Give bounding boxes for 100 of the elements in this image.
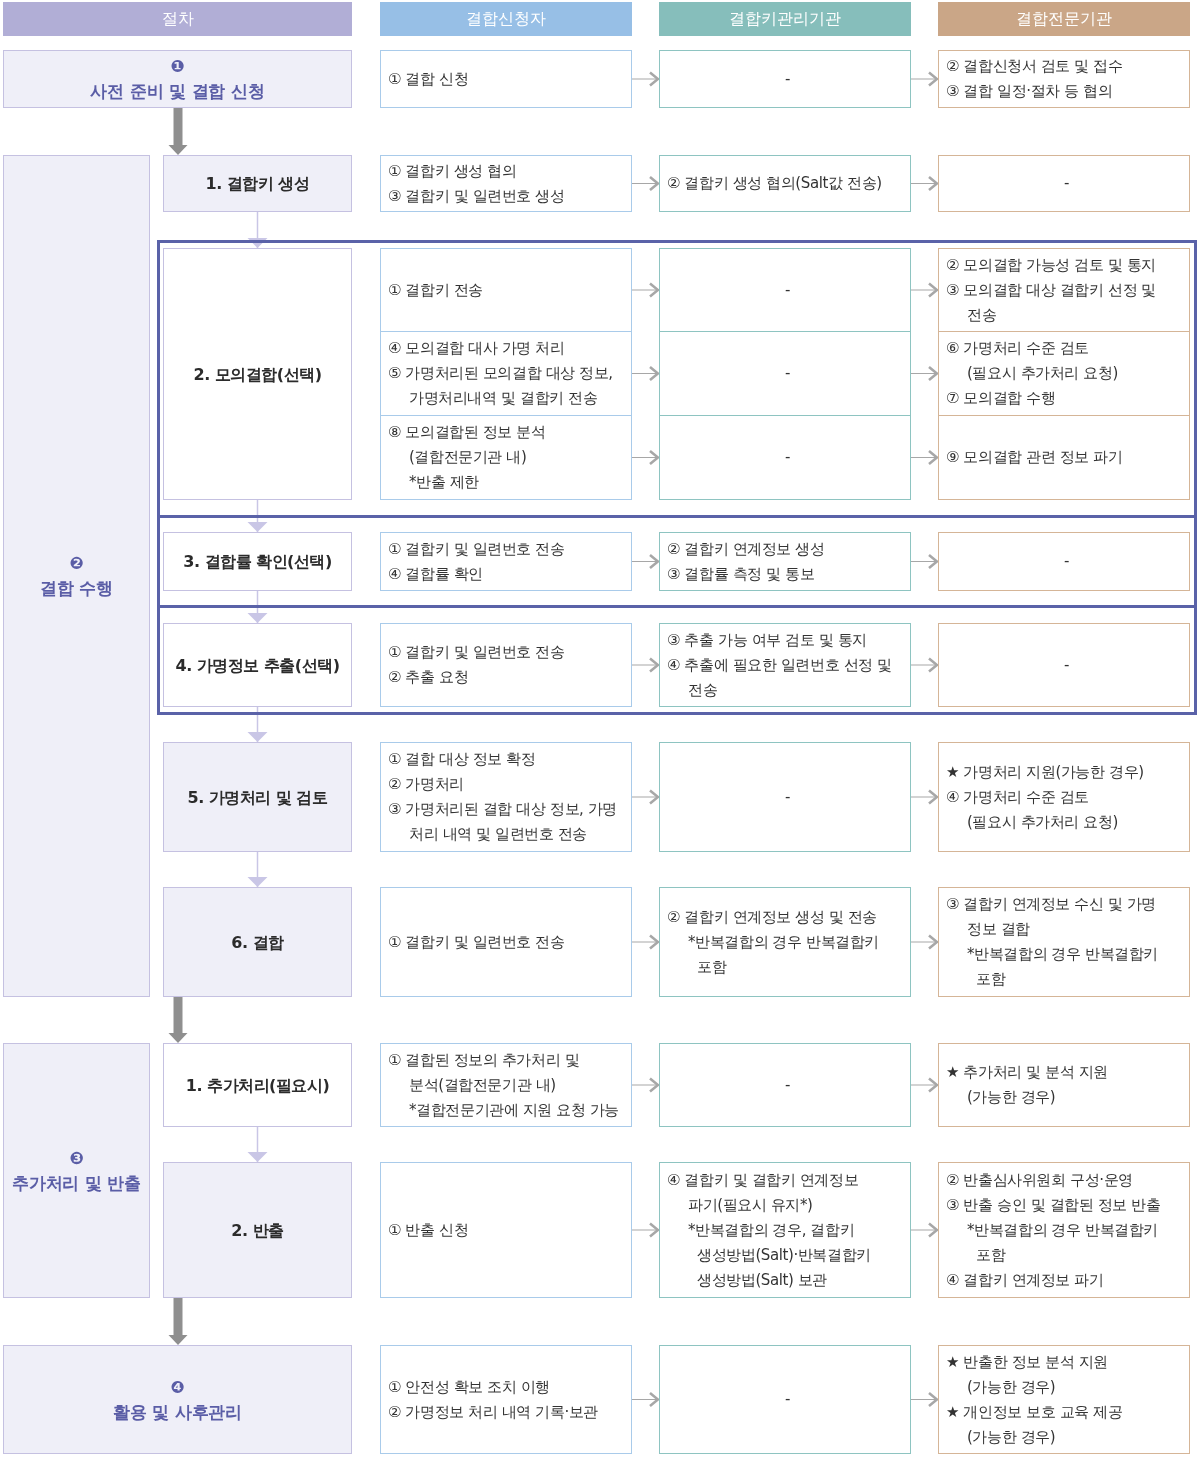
chevron-arrow: [910, 1077, 939, 1093]
task-box: [380, 1043, 632, 1127]
task-text: ② 결합신청서 검토 및 접수: [946, 56, 1123, 77]
task-box: [380, 887, 632, 997]
note-text: *반복결합의 경우 반복결합키 포함: [967, 1219, 1160, 1266]
task-box: [659, 1162, 911, 1298]
task-box: [380, 532, 632, 591]
chevron-arrow: [631, 657, 660, 673]
task-text: (가능한 경우): [967, 1376, 1056, 1398]
task-box: [659, 532, 911, 591]
step-box: [163, 1162, 352, 1298]
header-label: 결합전문기관: [1016, 9, 1112, 29]
task-box: [938, 415, 1190, 500]
task-box: [380, 1345, 632, 1454]
task-text: ③ 가명처리된 결합 대상 정보, 가명 처리 내역 및 일련번호 전송: [388, 799, 619, 845]
chevron-arrow: [631, 365, 660, 382]
step-box: [163, 155, 352, 212]
task-text: ① 반출 신청: [388, 1219, 469, 1241]
stage-number: ❶: [170, 55, 185, 78]
step-label: 6. 결합: [231, 931, 284, 954]
task-text: (가능한 경우): [967, 1087, 1056, 1108]
task-text: ★ 개인정보 보호 교육 제공: [946, 1401, 1123, 1423]
step-box: [163, 623, 352, 707]
task-text: ③ 결합키 및 일련번호 생성: [388, 185, 565, 207]
task-text: ② 결합키 생성 협의(Salt값 전송): [667, 173, 882, 194]
task-box: [380, 50, 632, 108]
step-box: [163, 887, 352, 997]
dash-text: -: [785, 1074, 790, 1096]
chevron-arrow: [631, 553, 660, 570]
task-box: [659, 331, 911, 416]
header-label: 결합키관리기관: [729, 9, 841, 29]
task-box: [938, 155, 1190, 212]
chevron-arrow: [910, 365, 939, 382]
triangle-arrow: [246, 706, 269, 743]
chevron-arrow: [910, 71, 939, 87]
task-box: [380, 415, 632, 500]
task-text: (가능한 경우): [967, 1426, 1056, 1448]
triangle-arrow: [246, 851, 269, 888]
note-text: *반복결합의 경우, 결합키 생성방법(Salt)·반복결합키 생성방법(Salt) 보관: [688, 1219, 872, 1291]
task-text: ① 결합 신청: [388, 68, 469, 90]
task-text: ④ 결합률 확인: [388, 563, 483, 585]
task-box: [659, 155, 911, 212]
task-text: ③ 모의결합 대상 결합키 선정 및 전송: [946, 279, 1158, 326]
chevron-arrow: [910, 553, 939, 570]
group-frame: [157, 605, 1197, 715]
task-text: ① 결합된 정보의 추가처리 및 분석(결합전문기관 내): [388, 1049, 581, 1096]
chevron-arrow: [631, 1077, 660, 1093]
task-box: [659, 1345, 911, 1454]
task-text: ① 결합키 생성 협의: [388, 160, 517, 182]
task-text: ② 추출 요청: [388, 667, 469, 688]
chevron-arrow: [631, 449, 660, 466]
task-text: ② 결합키 연계정보 생성 및 전송: [667, 906, 878, 928]
chevron-arrow: [631, 1391, 660, 1408]
triangle-arrow: [246, 499, 269, 533]
task-text: ① 결합 대상 정보 확정: [388, 749, 536, 770]
task-text: ④ 모의결합 대사 가명 처리: [388, 338, 565, 359]
step-label: 1. 결합키 생성: [205, 173, 310, 195]
task-text: ③ 결합률 측정 및 통보: [667, 563, 815, 585]
group-frame: [157, 240, 1197, 518]
task-text: ③ 결합 일정·절차 등 협의: [946, 81, 1113, 102]
column-header: [659, 2, 911, 36]
task-text: ⑨ 모의결합 관련 정보 파기: [946, 447, 1123, 468]
task-box: [938, 248, 1190, 332]
task-box: [938, 623, 1190, 707]
task-text: ⑧ 모의결합된 정보 분석: [388, 422, 546, 443]
dash-text: -: [1064, 654, 1069, 676]
task-text: ③ 추출 가능 여부 검토 및 통지: [667, 629, 867, 651]
task-box: [659, 887, 911, 997]
chevron-arrow: [910, 789, 939, 805]
task-text: ④ 결합키 연계정보 파기: [946, 1269, 1104, 1291]
note-text: *반복결합의 경우 반복결합키 포함: [967, 944, 1160, 990]
step-label: 4. 가명정보 추출(선택): [175, 654, 340, 677]
stage-title: 사전 준비 및 결합 신청: [90, 80, 265, 103]
stage-box: [3, 155, 150, 997]
task-box: [659, 623, 911, 707]
task-text: (결합전문기관 내): [409, 447, 527, 468]
task-box: [659, 50, 911, 108]
task-box: [659, 415, 911, 500]
chevron-arrow: [631, 175, 660, 192]
task-text: ⑤ 가명처리된 모의결합 대상 정보, 가명처리내역 및 결합키 전송: [388, 363, 614, 409]
chevron-arrow: [631, 282, 660, 298]
task-box: [938, 1162, 1190, 1298]
step-label: 5. 가명처리 및 검토: [187, 786, 328, 809]
task-text: ① 결합키 및 일련번호 전송: [388, 538, 565, 560]
chevron-arrow: [910, 1391, 939, 1408]
dash-text: -: [785, 786, 790, 808]
task-text: ④ 추출에 필요한 일련번호 선정 및 전송: [667, 654, 893, 701]
task-box: [938, 50, 1190, 108]
dash-text: -: [1064, 551, 1069, 572]
stage-title: 추가처리 및 반출: [11, 1171, 141, 1195]
task-text: ① 결합키 및 일련번호 전송: [388, 931, 565, 953]
triangle-arrow: [246, 1126, 269, 1163]
dash-text: -: [785, 1389, 790, 1410]
step-label: 3. 결합률 확인(선택): [183, 551, 332, 573]
chevron-arrow: [910, 657, 939, 673]
stage-number: ❹: [170, 1375, 185, 1399]
task-text: ② 모의결합 가능성 검토 및 통지: [946, 254, 1157, 276]
chevron-arrow: [910, 934, 939, 950]
triangle-arrow: [246, 211, 269, 249]
task-text: ⑦ 모의결합 수행: [946, 388, 1056, 409]
